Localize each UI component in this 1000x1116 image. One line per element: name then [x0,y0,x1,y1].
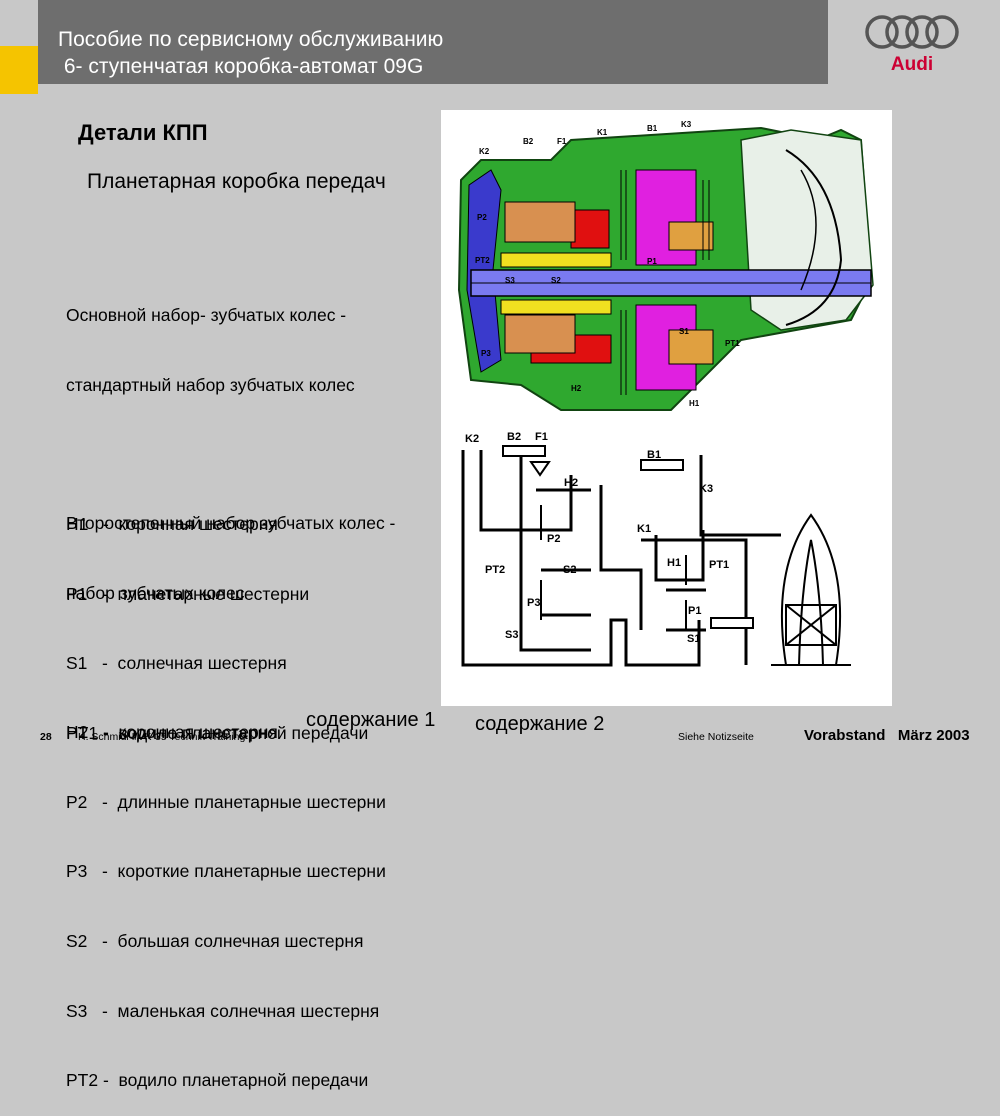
primary-heading-1: Основной набор- зубчатых колес - [66,305,347,326]
secondary-set-block: Второстепенный набор зубчатых колес - на… [66,466,395,1116]
schematic-label-s2: S2 [563,564,576,576]
cutaway-label-s2: S2 [551,276,561,285]
primary-item: H1 - коронная шестерня [66,514,278,535]
cutaway-label-pt2: PT2 [475,256,490,265]
transmission-illustration: K2 B2 F1 K1 B1 K3 P2 PT2 S3 S2 P3 H2 P1 … [441,110,892,706]
schematic-label-b1: B1 [647,449,661,461]
header-bar [38,0,828,84]
schematic-label-s3: S3 [505,629,518,641]
cutaway-label-k1: K1 [597,128,608,137]
cutaway-label-f1: F1 [557,137,567,146]
footer-author: H. Schmidl I/VK-35 Technik Training [78,731,246,743]
schematic-label-pt2: PT2 [485,564,505,576]
secondary-item: P3 - короткие планетарные шестерни [66,861,386,882]
cutaway-label-pt1: PT1 [725,339,740,348]
contents-link-1[interactable]: содержание 1 [306,709,436,731]
cutaway-label-s3: S3 [505,276,515,285]
slide-subtitle: Планетарная коробка передач [87,170,386,193]
schematic-drawing [461,445,851,667]
audi-logo: Audi [865,15,959,75]
schematic-label-k1: K1 [637,523,651,535]
primary-item: PT1 - водило планетарной передачи [66,722,369,743]
primary-item: S1 - солнечная шестерня [66,653,287,674]
footer-status: Vorabstand März 2003 [804,727,970,744]
slide-title: Детали КПП [78,120,208,145]
cutaway-drawing: K2 B2 F1 K1 B1 K3 P2 PT2 S3 S2 P3 H2 P1 … [457,120,874,411]
cutaway-label-h1: H1 [689,399,700,408]
schematic-label-s1: S1 [687,633,700,645]
contents-link-2[interactable]: содержание 2 [475,713,605,735]
footer-notes: Siehe Notizseite [678,731,754,743]
primary-item: P1 - планетарные шестерни [66,583,310,604]
primary-set-block: Основной набор- зубчатых колес - стандар… [66,258,368,768]
cutaway-label-p1: P1 [647,257,657,266]
secondary-item: H2 - коронная шестерня [66,722,278,743]
secondary-heading-2: набор зубчатых колес [66,583,245,603]
cutaway-label-b2: B2 [523,137,534,146]
svg-text:Audi: Audi [891,54,933,75]
secondary-item: P2 - длинные планетарные шестерни [66,791,386,812]
primary-heading-2: стандартный набор зубчатых колес [66,375,355,395]
cutaway-label-k2: K2 [479,147,490,156]
cutaway-label-h2: H2 [571,384,582,393]
cutaway-label-p2: P2 [477,213,487,222]
schematic-label-k2: K2 [465,433,479,445]
schematic-label-k3: K3 [699,483,713,495]
schematic-label-pt1: PT1 [709,559,729,571]
schematic-label-h1: H1 [667,557,681,569]
header-title: Пособие по сервисному обслуживанию 6- ст… [58,28,444,78]
schematic-label-p2: P2 [547,533,560,545]
secondary-item: PT2 - водило планетарной передачи [66,1070,369,1091]
schematic-label-p1: P1 [688,605,701,617]
cutaway-label-s1: S1 [679,327,689,336]
schematic-label-f1: F1 [535,431,548,443]
schematic-label-p3: P3 [527,597,540,609]
page-number: 28 [40,731,52,743]
secondary-heading-1: Второстепенный набор зубчатых колес - [66,513,396,534]
secondary-item: S3 - маленькая солнечная шестерня [66,1000,380,1021]
secondary-item: S2 - большая солнечная шестерня [66,930,364,951]
cutaway-label-p3: P3 [481,349,491,358]
schematic-label-b2: B2 [507,431,521,443]
header-accent [0,46,38,94]
cutaway-label-k3: K3 [681,120,692,129]
schematic-label-h2: H2 [564,477,578,489]
cutaway-label-b1: B1 [647,124,658,133]
